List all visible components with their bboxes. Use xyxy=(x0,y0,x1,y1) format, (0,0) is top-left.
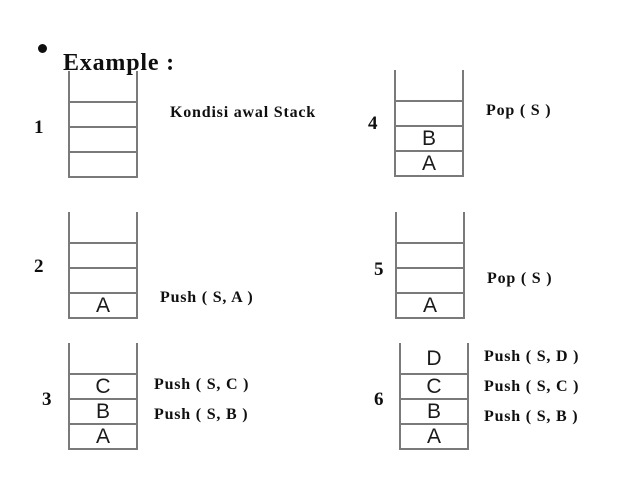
figure-number: 6 xyxy=(374,389,384,410)
operation-label: Pop ( S ) xyxy=(487,270,553,287)
stack-cell xyxy=(397,242,463,267)
stack-cell xyxy=(70,126,136,151)
operation-label: Push ( S, C ) xyxy=(484,378,580,395)
operation-label: Push ( S, B ) xyxy=(484,408,579,425)
stack-diagram: A xyxy=(68,212,138,319)
figure-number: 5 xyxy=(374,259,384,280)
stack-diagram: C B A xyxy=(68,343,138,450)
stack-cell xyxy=(396,70,462,100)
figure-number: 1 xyxy=(34,117,44,138)
stack-cell: A xyxy=(401,423,467,448)
operation-label: Pop ( S ) xyxy=(486,102,552,119)
stack-cell xyxy=(70,242,136,267)
operation-label: Push ( S, A ) xyxy=(160,289,254,306)
stack-cell xyxy=(70,151,136,176)
figure-number: 3 xyxy=(42,389,52,410)
stack-cell xyxy=(70,267,136,292)
stack-cell: C xyxy=(401,373,467,398)
stack-cell xyxy=(70,71,136,101)
operation-label: Kondisi awal Stack xyxy=(170,104,316,121)
stack-diagram: D C B A xyxy=(399,343,469,450)
stack-diagram xyxy=(68,71,138,178)
page-title: Example : xyxy=(63,50,175,77)
stack-diagram: A xyxy=(395,212,465,319)
stack-cell: A xyxy=(70,423,136,448)
stack-cell: B xyxy=(401,398,467,423)
stack-cell: A xyxy=(396,150,462,175)
operation-label: Push ( S, C ) xyxy=(154,376,250,393)
operation-label: Push ( S, B ) xyxy=(154,406,249,423)
stack-cell: A xyxy=(70,292,136,317)
stack-cell: C xyxy=(70,373,136,398)
figure-number: 2 xyxy=(34,256,44,277)
stack-cell xyxy=(70,101,136,126)
stack-cell xyxy=(397,212,463,242)
stack-cell: B xyxy=(396,125,462,150)
stack-diagram: B A xyxy=(394,70,464,177)
stack-cell: D xyxy=(426,346,442,370)
operation-label: Push ( S, D ) xyxy=(484,348,580,365)
stack-cell xyxy=(396,100,462,125)
stack-cell xyxy=(70,212,136,242)
stack-cell: B xyxy=(70,398,136,423)
bullet-icon xyxy=(38,44,47,53)
stack-cell xyxy=(70,343,136,373)
stack-cell: A xyxy=(397,292,463,317)
figure-number: 4 xyxy=(368,113,378,134)
stack-cell xyxy=(397,267,463,292)
